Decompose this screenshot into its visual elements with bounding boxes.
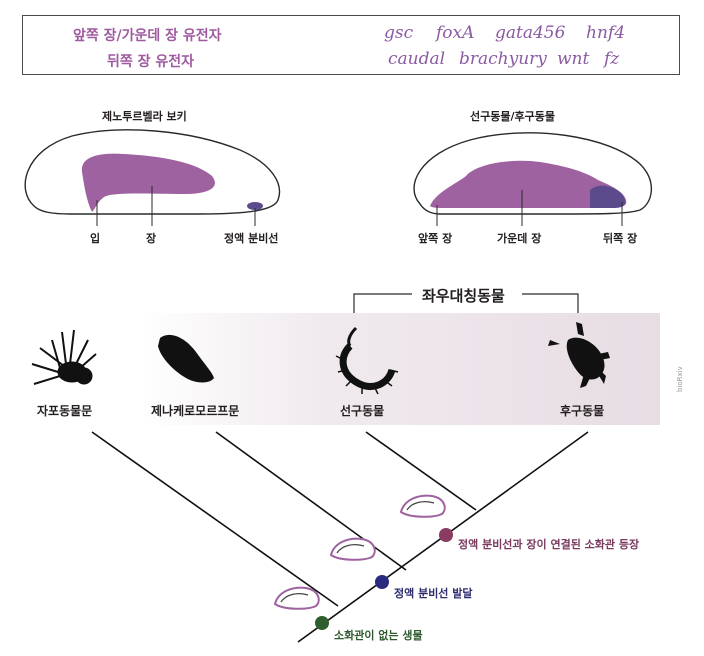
gut-shape-icon-1 bbox=[399, 494, 446, 518]
gene-foxa: foxA bbox=[436, 23, 475, 43]
event-label-sperm-gland: 정액 분비선 발달 bbox=[394, 587, 473, 600]
label-foregut: 앞쪽 장 bbox=[418, 232, 453, 245]
gut-shape-icon-3 bbox=[273, 586, 320, 610]
xenoturbella-title: 제노투르벨라 보키 bbox=[102, 110, 187, 123]
xenoturbella-gut bbox=[81, 153, 215, 212]
bilateria-bracket bbox=[353, 293, 412, 318]
animal-label-deuterostomia: 후구동물 bbox=[560, 404, 605, 418]
gene-gsc: gsc bbox=[384, 23, 414, 43]
gene-fz: fz bbox=[604, 49, 620, 69]
anterior-gene-label: 앞쪽 장/가운데 장 유전자 bbox=[73, 28, 222, 44]
xenacoelomorph-icon bbox=[158, 334, 214, 383]
gene-gata456: gata456 bbox=[495, 23, 566, 43]
biorxiv-watermark: bioRxiv bbox=[676, 366, 684, 392]
gene-wnt: wnt bbox=[557, 49, 590, 69]
cnidarian-icon bbox=[31, 329, 97, 385]
animal-label-xenacoelomorpha: 제나케로모르프문 bbox=[151, 404, 240, 418]
event-dot-no-gut bbox=[315, 616, 329, 630]
gene-hnf4: hnf4 bbox=[586, 23, 626, 43]
gene-brachyury: brachyury bbox=[459, 49, 547, 69]
gene-caudal: caudal bbox=[388, 49, 446, 69]
event-dot-sperm-gland bbox=[375, 575, 389, 589]
label-gut: 장 bbox=[146, 232, 157, 245]
animal-label-cnidaria: 자포동물문 bbox=[37, 404, 93, 418]
posterior-gene-label: 뒤쪽 장 유전자 bbox=[107, 54, 195, 70]
bilateria-label: 좌우대칭동물 bbox=[418, 285, 509, 306]
bilateria-band bbox=[140, 313, 660, 425]
label-sperm-gland: 정액 분비선 bbox=[224, 232, 279, 245]
gene-legend-box bbox=[22, 15, 680, 75]
label-mouth: 입 bbox=[90, 232, 101, 245]
gut-shape-icon-2 bbox=[329, 537, 376, 561]
protostome-gut bbox=[430, 160, 627, 208]
animal-label-protostomia: 선구동물 bbox=[340, 404, 385, 418]
xenoturbella-sperm-gland bbox=[247, 202, 263, 210]
annelid-icon bbox=[335, 326, 399, 395]
event-dot-digestive-tract bbox=[439, 528, 453, 542]
event-label-no-gut: 소화관이 없는 생물 bbox=[334, 629, 423, 642]
protostome-hindgut bbox=[590, 185, 626, 208]
event-label-digestive-tract: 정액 분비선과 장이 연결된 소화관 등장 bbox=[458, 538, 640, 551]
label-midgut: 가운데 장 bbox=[497, 232, 542, 245]
label-hindgut: 뒤쪽 장 bbox=[603, 232, 638, 245]
protostome-deuterostome-title: 선구동물/후구동물 bbox=[470, 110, 555, 123]
frog-icon bbox=[548, 322, 610, 388]
